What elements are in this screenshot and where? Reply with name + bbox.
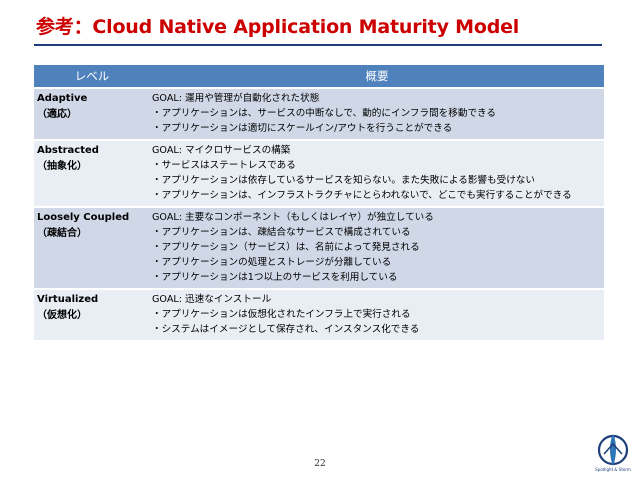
goal-line: GOAL: 迅速なインストール	[152, 294, 272, 305]
bullet-line: ・アプリケーションは仮想化されたインフラ上で実行される	[152, 309, 411, 320]
level-cell: Virtualized （仮想化）	[34, 289, 150, 342]
bullet-line: ・アプリケーションは1つ以上のサービスを利用している	[152, 272, 398, 283]
table-row-adaptive: Adaptive （適応） GOAL: 運用や管理が自動化された状態 ・アプリケ…	[34, 88, 604, 141]
summary-cell: GOAL: 主要なコンポーネント（もしくはレイヤ）が独立している ・アプリケーシ…	[150, 207, 604, 290]
header-level: レベル	[34, 65, 150, 89]
level-cell: Loosely Coupled （疎結合）	[34, 207, 150, 290]
table-row-abstracted: Abstracted （抽象化） GOAL: マイクロサービスの構築 ・サービス…	[34, 140, 604, 208]
bullet-line: ・アプリケーションの処理とストレージが分離している	[152, 257, 392, 268]
level-name-en: Virtualized	[37, 294, 99, 305]
summary-cell: GOAL: マイクロサービスの構築 ・サービスはステートレスである ・アプリケー…	[150, 140, 604, 208]
bullet-line: ・システムはイメージとして保存され、インスタンス化できる	[152, 324, 420, 335]
bullet-line: ・アプリケーションは適切にスケールイン/アウトを行うことができる	[152, 123, 453, 134]
logo-caption: Spotlight & Storm	[595, 467, 631, 472]
bullet-line: ・アプリケーションは、サービスの中断なしで、動的にインフラ間を移動できる	[152, 108, 497, 119]
level-name-en: Loosely Coupled	[37, 212, 130, 223]
bullet-line: ・アプリケーションは、インフラストラクチャにとらわれないで、どこでも実行すること…	[152, 190, 572, 201]
level-name-ja: （仮想化）	[37, 309, 87, 321]
goal-line: GOAL: 運用や管理が自動化された状態	[152, 93, 320, 104]
table-row-loosely-coupled: Loosely Coupled （疎結合） GOAL: 主要なコンポーネント（も…	[34, 207, 604, 290]
bullet-line: ・アプリケーションは依存しているサービスを知らない。また失敗による影響も受けない	[152, 175, 535, 186]
level-name-ja: （疎結合）	[37, 227, 87, 239]
level-cell: Adaptive （適応）	[34, 88, 150, 141]
level-name-ja: （適応）	[37, 108, 77, 120]
goal-line: GOAL: マイクロサービスの構築	[152, 145, 291, 156]
summary-cell: GOAL: 迅速なインストール ・アプリケーションは仮想化されたインフラ上で実行…	[150, 289, 604, 342]
goal-line: GOAL: 主要なコンポーネント（もしくはレイヤ）が独立している	[152, 212, 434, 223]
level-name-en: Abstracted	[37, 145, 99, 156]
maturity-model-table: レベル 概要 Adaptive （適応） GOAL: 運用や管理が自動化された状…	[34, 65, 604, 342]
page-number: 22	[314, 459, 326, 469]
title-divider	[34, 44, 602, 46]
company-logo-icon	[597, 434, 629, 466]
slide-title: 参考：Cloud Native Application Maturity Mod…	[36, 16, 520, 38]
level-cell: Abstracted （抽象化）	[34, 140, 150, 208]
header-summary: 概要	[150, 65, 604, 89]
bullet-line: ・アプリケーション（サービス）は、名前によって発見される	[152, 242, 420, 253]
bullet-line: ・アプリケーションは、疎結合なサービスで構成されている	[152, 227, 411, 238]
bullet-line: ・サービスはステートレスである	[152, 160, 296, 171]
table-row-virtualized: Virtualized （仮想化） GOAL: 迅速なインストール ・アプリケー…	[34, 289, 604, 342]
level-name-en: Adaptive	[37, 93, 88, 104]
level-name-ja: （抽象化）	[37, 160, 87, 172]
summary-cell: GOAL: 運用や管理が自動化された状態 ・アプリケーションは、サービスの中断な…	[150, 88, 604, 141]
table-header-row: レベル 概要	[34, 65, 604, 89]
